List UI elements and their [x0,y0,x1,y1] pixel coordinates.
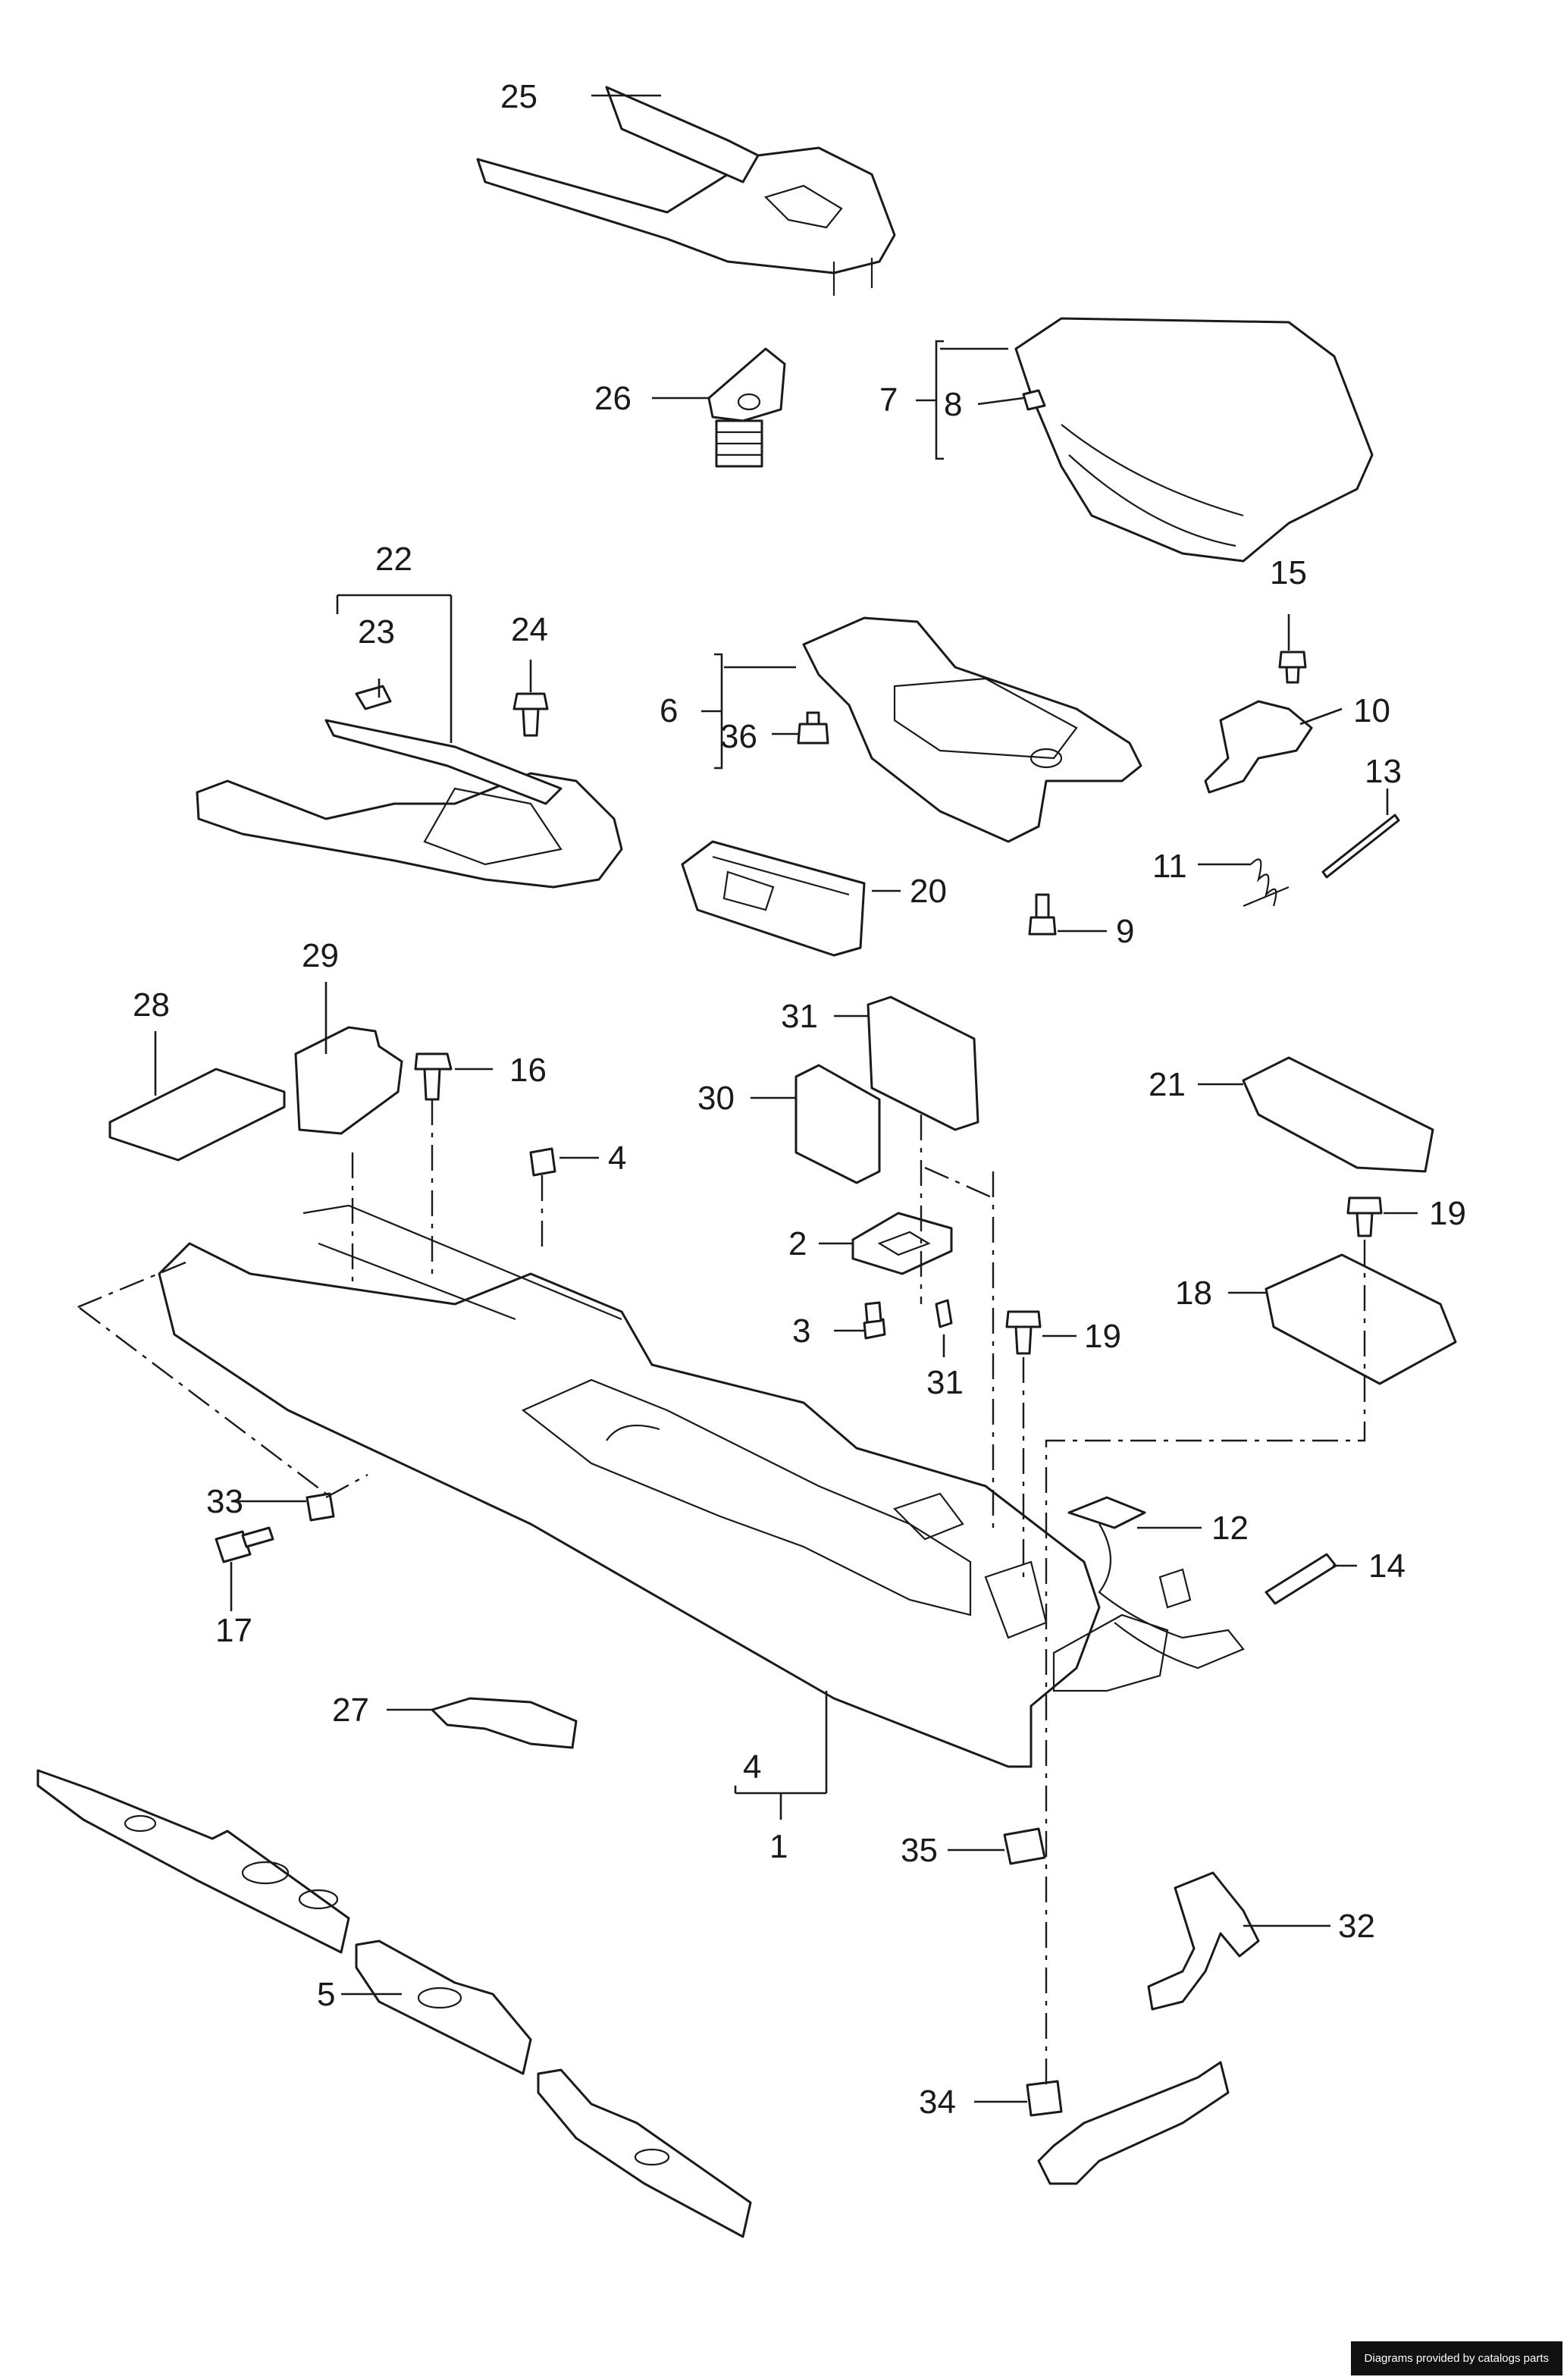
callout-label: 25 [500,78,537,115]
callout-label: 35 [901,1832,938,1869]
part-32-handle [1147,1871,1260,2011]
callout-label: 10 [1353,692,1390,729]
callout-label: 13 [1365,753,1402,790]
part-36-screw [797,711,829,745]
callout-label: 31 [926,1364,964,1401]
part-4-clip [529,1147,556,1177]
part-22-bezel-frame [196,685,623,889]
part-9-screw [1028,893,1057,936]
part-11-spring [1243,858,1290,908]
callout-label: 31 [781,998,818,1035]
part-25-trim-cover [476,86,896,296]
callout-label: 9 [1116,913,1134,950]
callout-leaders [154,94,1418,2103]
part-26-shift-knob [707,347,786,468]
watermark-badge: Diagrams provided by catalogs parts [1350,2341,1562,2375]
part-35-clip [1003,1827,1046,1865]
part-14-pin [1265,1553,1337,1605]
part-18-plate [1265,1253,1457,1385]
part-24-screw [512,692,549,737]
callout-label: 8 [944,386,962,423]
callout-label: 24 [511,611,548,648]
part-17-screw [215,1526,274,1563]
part-34-clip [1026,2080,1063,2117]
callout-label: 15 [1270,554,1307,591]
part-28-pad [108,1068,286,1162]
phantom-lines [75,1099,1366,2085]
part-10-bracket [1204,700,1313,794]
callout-label: 21 [1149,1066,1186,1103]
callout-label: 7 [879,381,898,419]
support-bracket [1037,2061,1230,2185]
callout-label: 2 [788,1225,807,1262]
part-29-pad [294,1026,403,1135]
part-2-cupholder [851,1212,953,1275]
callout-label: 16 [509,1052,547,1089]
callout-label: 1 [769,1828,788,1865]
callout-label: 12 [1211,1510,1249,1547]
part-16-screw [414,1052,453,1101]
callout-labels: 25 26 7 8 22 23 24 6 36 15 10 13 11 9 20… [133,78,1466,2121]
part-31-clip [935,1299,953,1328]
callout-label: 30 [697,1080,735,1117]
callout-label: 5 [317,1976,335,2013]
part-20-ashtray [681,840,866,957]
callout-label: 20 [910,873,947,910]
part-27-cover [431,1697,578,1749]
callout-label: 26 [594,380,632,417]
part-1-center-console [158,1204,1169,1768]
callout-label: 28 [133,986,170,1024]
part-19-screw-upper [1346,1196,1383,1237]
callout-label: 6 [660,692,678,729]
part-31-pad [867,996,979,1131]
part-5-trim-strip [36,1769,752,2238]
callout-label: 4 [743,1748,761,1786]
callout-label: 29 [302,937,339,974]
callout-label: 22 [375,541,412,578]
callout-label: 19 [1429,1195,1466,1232]
part-33-clip [306,1492,335,1522]
callout-label: 23 [358,613,395,651]
part-7-armrest-lid [1014,317,1374,563]
part-3-screw [863,1301,886,1340]
part-30-pad [794,1064,881,1184]
callout-label: 32 [1338,1908,1375,1945]
part-6-storage-bin [802,616,1142,843]
callout-label: 36 [720,718,757,755]
callout-label: 3 [792,1312,810,1350]
callout-label: 34 [919,2084,956,2121]
callout-label: 33 [206,1483,243,1520]
part-15-screw [1278,651,1307,684]
part-13-pin [1321,814,1400,879]
callout-label: 4 [608,1140,626,1177]
callout-label: 14 [1368,1547,1406,1585]
callout-label: 17 [215,1612,252,1649]
part-12-harness [1067,1496,1245,1670]
callout-label: 27 [332,1692,369,1729]
part-21-mat [1242,1056,1434,1173]
callout-label: 19 [1084,1318,1121,1355]
callout-label: 18 [1175,1275,1212,1312]
part-19-screw-lower [1005,1310,1042,1355]
callout-label: 11 [1152,848,1187,885]
